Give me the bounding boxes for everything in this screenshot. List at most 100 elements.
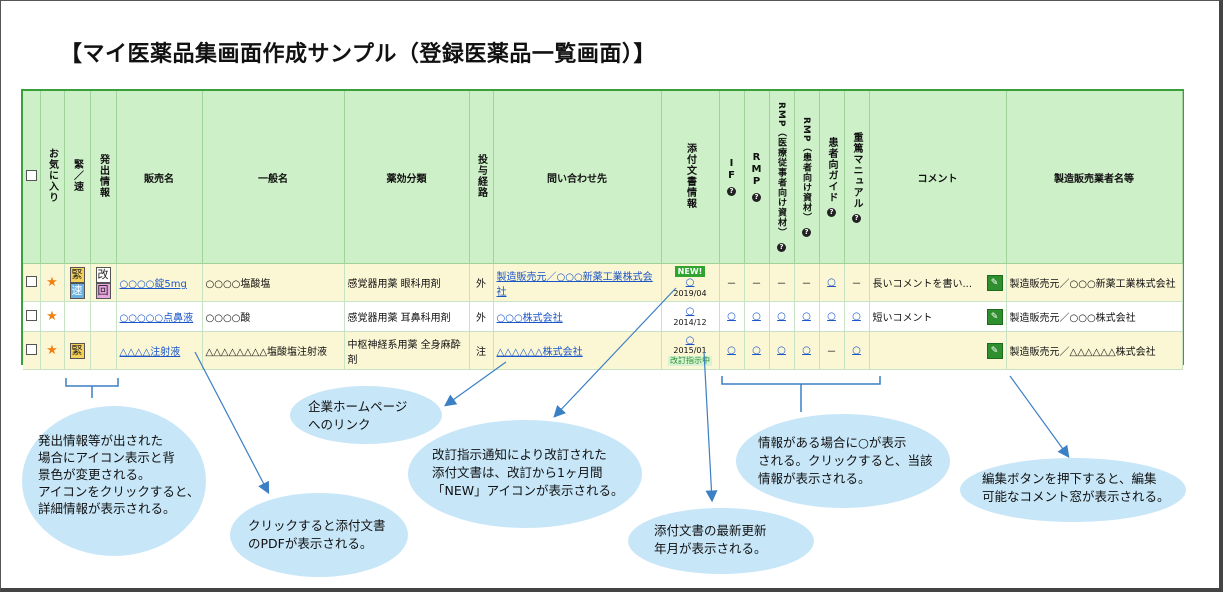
if-link[interactable]: ○ — [727, 345, 736, 356]
kanja-guide-link[interactable]: ○ — [827, 311, 836, 322]
toiawase-header: 問い合わせ先 — [493, 91, 662, 264]
table-row: ★ 緊速 改回 ○○○○錠5mg ○○○○塩酸塩 感覚器用薬 眼科用剤 外 製造… — [23, 263, 1183, 302]
if-header: IF? — [719, 91, 745, 264]
rmp-iryo-link[interactable]: ○ — [777, 311, 786, 322]
kin-soku-header: 緊／速 — [64, 91, 91, 264]
yakkou-cell: 中枢神経系用薬 全身麻酔剤 — [344, 331, 470, 370]
help-icon[interactable]: ? — [752, 193, 761, 202]
tenpu-date: 2014/12 — [673, 317, 707, 327]
ippanmei-cell: ○○○○塩酸塩 — [202, 263, 345, 302]
hanbaimei-link[interactable]: ○○○○○点鼻液 — [119, 313, 194, 324]
table-row: ★ 緊 △△△△注射液 △△△△△△△△塩酸塩注射液 中枢神経系用薬 全身麻酔剤… — [23, 331, 1183, 370]
pdf-arrow — [194, 351, 270, 495]
maker-header: 製造販売業者名等 — [1006, 91, 1183, 264]
edit-comment-button[interactable]: ✎ — [986, 308, 1003, 325]
edit-comment-button[interactable]: ✎ — [986, 274, 1003, 291]
tenpu-date: 2015/01 — [673, 345, 707, 355]
rmp-iryo-link[interactable]: ○ — [777, 345, 786, 356]
select-all-checkbox[interactable] — [25, 170, 37, 181]
tenpu-link[interactable]: ○ — [685, 277, 695, 288]
rmp-cell: － — [744, 263, 770, 302]
hanbaimei-header: 販売名 — [116, 91, 203, 264]
row-checkbox[interactable] — [26, 309, 37, 321]
toyo-cell: 注 — [469, 331, 494, 370]
rmp-kanja-link[interactable]: ○ — [802, 345, 811, 356]
hasshutsu-header: 発出情報 — [90, 91, 117, 264]
juutoku-link[interactable]: ○ — [852, 345, 861, 356]
table-header-row: お気に入り 緊／速 発出情報 販売名 一般名 薬効分類 投与経路 問い合わせ先 … — [23, 91, 1183, 264]
juutoku-header: 重篤マニュアル? — [844, 91, 870, 264]
kinkyu-icon[interactable]: 緊 — [69, 342, 85, 359]
kaishu-icon[interactable]: 回 — [95, 282, 111, 299]
ippanmei-cell: △△△△△△△△塩酸塩注射液 — [202, 331, 345, 370]
maker-cell: 製造販売元／△△△△△△株式会社 — [1006, 331, 1183, 370]
info-bracket — [721, 376, 881, 385]
new-arrow — [553, 287, 677, 418]
tenpu-date: 2019/04 — [673, 289, 707, 298]
rmp-link[interactable]: ○ — [752, 345, 761, 356]
help-icon[interactable]: ? — [827, 208, 836, 217]
if-link[interactable]: ○ — [727, 311, 736, 322]
favorite-star-icon[interactable]: ★ — [46, 343, 58, 358]
callout-hasshutsu: 発出情報等が出された 場合にアイコン表示と背 景色が変更される。 アイコンをクリ… — [22, 406, 206, 556]
toiawase-link[interactable]: ○○○株式会社 — [496, 313, 563, 324]
callout-update: 添付文書の最新更新 年月が表示される。 — [628, 508, 814, 574]
tenpu-link[interactable]: ○ — [685, 305, 695, 317]
toiawase-link[interactable]: 製造販売元／○○○新薬工業株式会社 — [496, 271, 653, 298]
kanja-guide-link[interactable]: ○ — [827, 277, 836, 288]
update-arrow — [703, 351, 718, 503]
tenpu-link[interactable]: ○ — [685, 334, 695, 346]
callout-info: 情報がある場合に○が表示 される。クリックすると、当該 情報が表示される。 — [736, 414, 950, 508]
sokuho-icon[interactable]: 速 — [69, 282, 85, 299]
toyo-cell: 外 — [469, 263, 494, 302]
favorite-star-icon[interactable]: ★ — [46, 275, 58, 290]
edit-comment-button[interactable]: ✎ — [986, 342, 1003, 359]
hanbaimei-link[interactable]: △△△△注射液 — [119, 347, 181, 358]
maker-cell: 製造販売元／○○○新薬工業株式会社 — [1006, 263, 1183, 302]
table-row: ★ ○○○○○点鼻液 ○○○○酸 感覚器用薬 耳鼻科用剤 外 ○○○株式会社 ○… — [23, 301, 1183, 332]
callout-homepage: 企業ホームページ へのリンク — [290, 386, 442, 444]
new-badge: NEW! — [674, 266, 706, 277]
kanja-guide-header: 患者向ガイド? — [819, 91, 845, 264]
toyo-cell: 外 — [469, 301, 494, 332]
fav-header: お気に入り — [40, 91, 65, 264]
hanbaimei-link[interactable]: ○○○○錠5mg — [119, 279, 187, 290]
row-checkbox[interactable] — [26, 275, 37, 287]
callout-edit: 編集ボタンを押下すると、編集 可能なコメント窓が表示される。 — [960, 458, 1186, 522]
comment-header: コメント — [869, 91, 1007, 264]
rmp-iryo-cell: － — [769, 263, 795, 302]
help-icon[interactable]: ? — [852, 213, 861, 223]
favorite-star-icon[interactable]: ★ — [46, 309, 58, 324]
help-icon[interactable]: ? — [727, 187, 736, 196]
rmp-kanja-header: RMP（患者向け資材）? — [794, 91, 820, 264]
homepage-arrow — [444, 361, 507, 407]
yakkou-cell: 感覚器用薬 眼科用剤 — [344, 263, 470, 302]
edit-arrow — [1009, 375, 1070, 458]
maker-cell: 製造販売元／○○○株式会社 — [1006, 301, 1183, 332]
comment-text: 長いコメントを書い... — [872, 279, 973, 290]
toyo-header: 投与経路 — [469, 91, 494, 264]
rmp-kanja-link[interactable]: ○ — [802, 311, 811, 322]
tenpu-header: 添付文書情報 — [661, 91, 720, 264]
yakkou-cell: 感覚器用薬 耳鼻科用剤 — [344, 301, 470, 332]
ippanmei-cell: ○○○○酸 — [202, 301, 345, 332]
ippanmei-header: 一般名 — [202, 91, 345, 264]
kanja-guide-cell: － — [819, 331, 845, 370]
comment-text: 短いコメント — [872, 313, 933, 324]
juutoku-link[interactable]: ○ — [852, 311, 861, 322]
juutoku-cell: － — [844, 263, 870, 302]
select-all-header — [23, 91, 41, 264]
help-icon[interactable]: ? — [777, 242, 786, 252]
hasshutsu-bracket — [65, 378, 119, 387]
rmp-iryo-header: RMP（医療従事者向け資材）? — [769, 91, 795, 264]
yakkou-header: 薬効分類 — [344, 91, 470, 264]
drug-list-table: お気に入り 緊／速 発出情報 販売名 一般名 薬効分類 投与経路 問い合わせ先 … — [23, 91, 1183, 370]
row-checkbox[interactable] — [26, 343, 37, 355]
callout-pdf: クリックすると添付文書 のPDFが表示される。 — [230, 493, 408, 577]
rmp-link[interactable]: ○ — [752, 311, 761, 322]
if-cell: － — [719, 263, 745, 302]
toiawase-link[interactable]: △△△△△△株式会社 — [496, 347, 583, 358]
help-icon[interactable]: ? — [802, 227, 811, 237]
drug-list-table-container: お気に入り 緊／速 発出情報 販売名 一般名 薬効分類 投与経路 問い合わせ先 … — [21, 89, 1184, 370]
